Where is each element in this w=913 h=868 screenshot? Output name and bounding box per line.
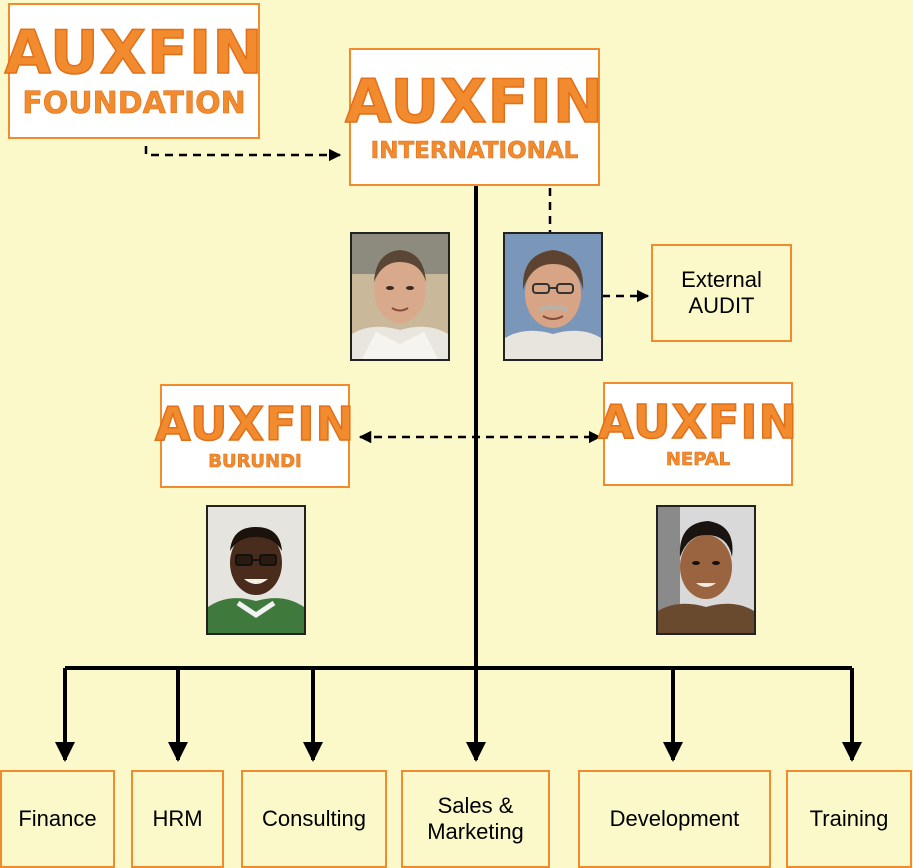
logo-subtitle-text: NEPAL — [665, 449, 731, 470]
department-label: Development — [609, 805, 740, 831]
logo-brand-text: AUXFIN — [597, 395, 799, 449]
department-label-line1: Sales & — [437, 792, 514, 818]
auxfin-international-logo: AUXFIN INTERNATIONAL — [344, 48, 604, 186]
department-finance: Finance — [0, 770, 115, 868]
department-consulting: Consulting — [241, 770, 387, 868]
auxfin-foundation-logo: AUXFIN FOUNDATION — [4, 3, 263, 139]
external-audit-box: External AUDIT — [651, 244, 792, 342]
foundation-to-international-link — [144, 146, 342, 162]
department-label: HRM — [152, 805, 203, 831]
external-audit-line2: AUDIT — [688, 293, 755, 318]
department-label: Finance — [18, 805, 97, 831]
department-label: Consulting — [262, 805, 366, 831]
auxfin-burundi-logo: AUXFIN BURUNDI — [154, 384, 355, 488]
nepal-manager-photo — [656, 505, 756, 635]
department-training: Training — [786, 770, 912, 868]
logo-brand-text: AUXFIN — [344, 66, 605, 137]
director-photo-1 — [350, 232, 450, 361]
logo-subtitle-text: FOUNDATION — [22, 86, 246, 121]
director-photo-2 — [503, 232, 603, 361]
auxfin-nepal-logo: AUXFIN NEPAL — [597, 382, 798, 486]
department-development: Development — [578, 770, 771, 868]
logo-brand-text: AUXFIN — [4, 18, 264, 88]
logo-subtitle-text: INTERNATIONAL — [370, 137, 579, 164]
department-sales-marketing: Sales & Marketing — [401, 770, 550, 868]
department-label: Training — [809, 805, 889, 831]
department-label-line2: Marketing — [427, 819, 524, 844]
department-hrm: HRM — [131, 770, 224, 868]
external-audit-line1: External — [681, 266, 762, 292]
logo-subtitle-text: BURUNDI — [208, 451, 302, 472]
burundi-manager-photo — [206, 505, 306, 635]
logo-brand-text: AUXFIN — [154, 397, 356, 451]
